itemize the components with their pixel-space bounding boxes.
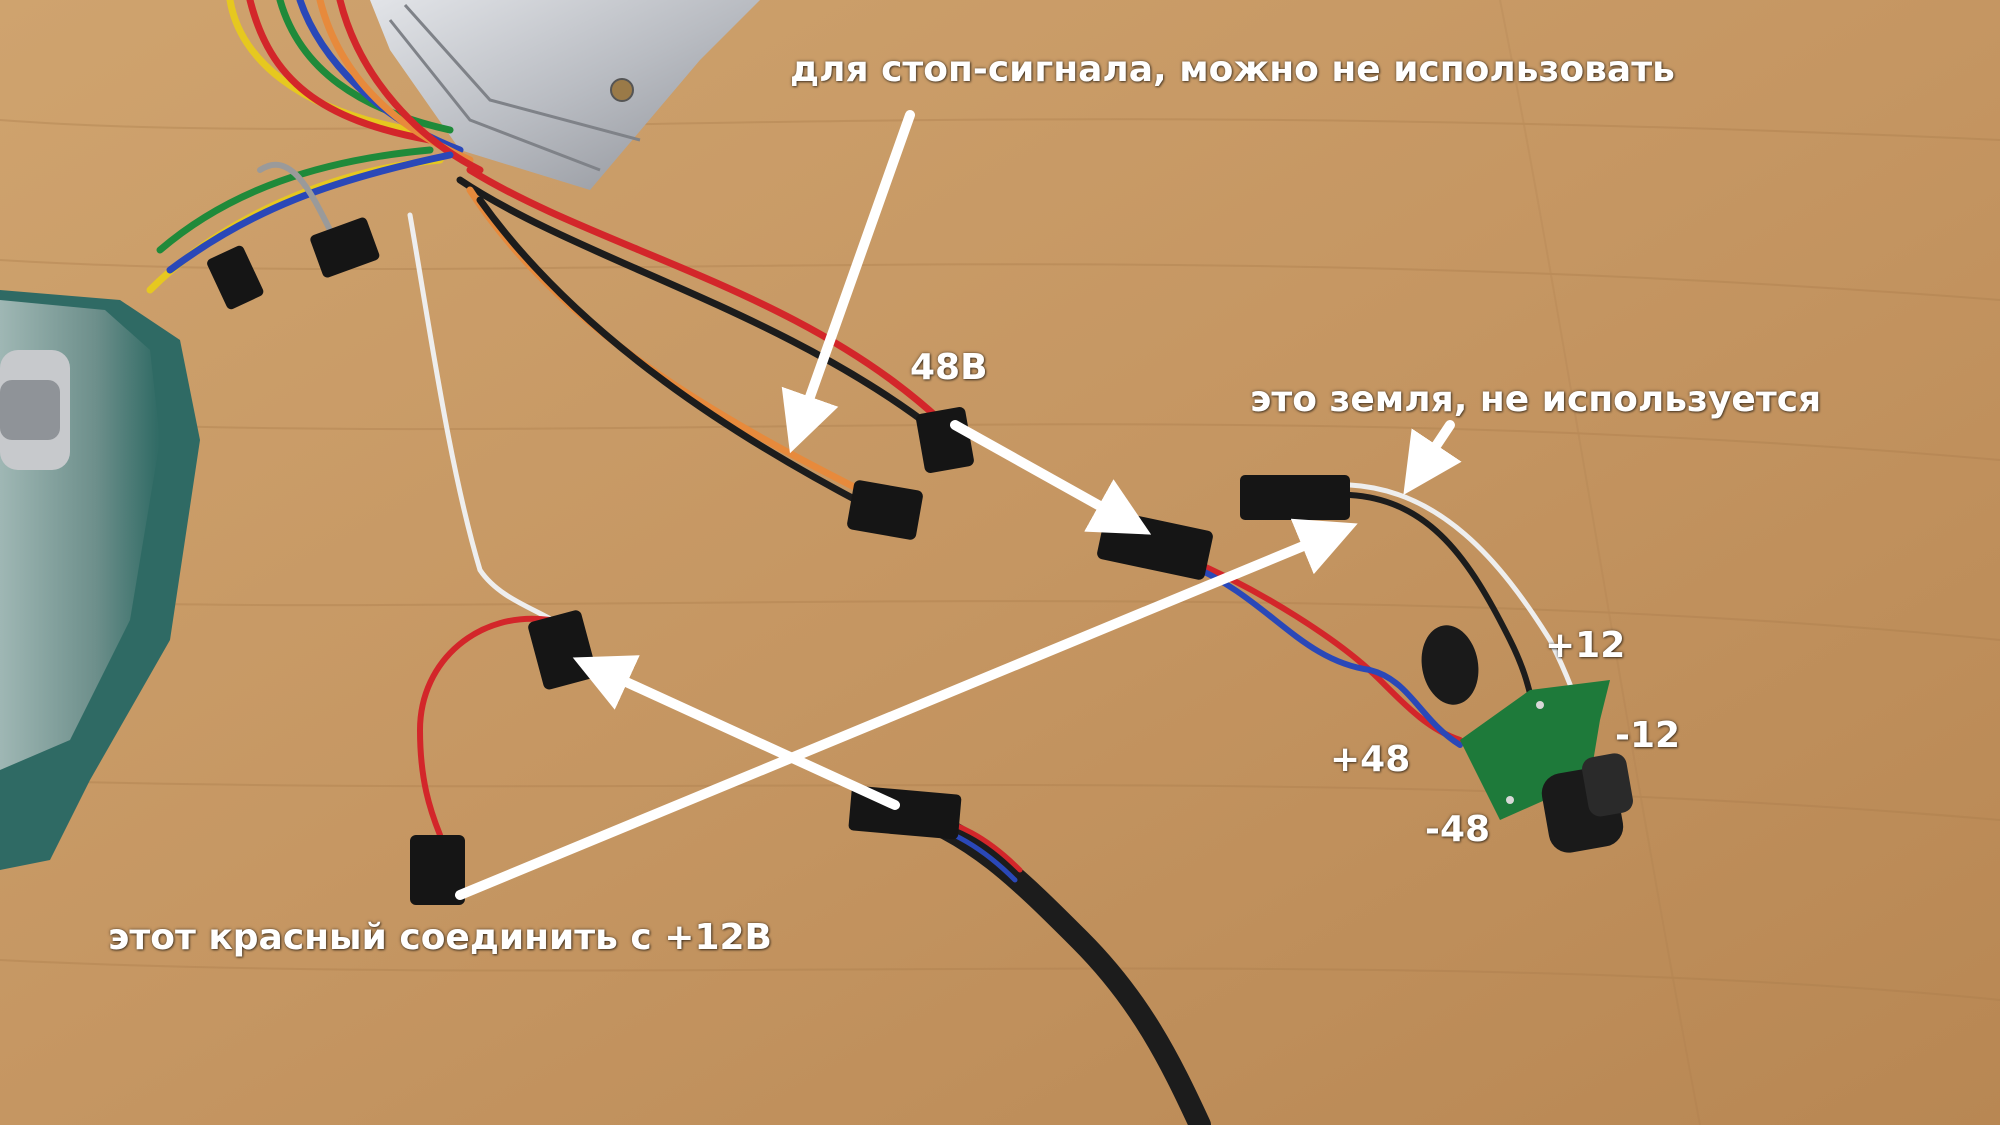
ground-note-label: это земля, не используется	[1250, 379, 1822, 420]
brake-connector	[847, 480, 923, 540]
arrow-48v	[950, 420, 1152, 535]
minus48-label: -48	[1425, 809, 1491, 850]
brake-note-label: для стоп-сигнала, можно не использовать	[790, 49, 1675, 90]
plus12-label: +12	[1545, 625, 1626, 666]
dc-dc-converter	[1421, 625, 1633, 853]
plus48-label: +48	[1330, 739, 1411, 780]
left-connector	[310, 217, 380, 278]
connectors	[207, 217, 1350, 905]
red-wire-note-label: этот красный соединить с +12В	[108, 917, 772, 958]
controller-box	[370, 0, 760, 190]
red-wire-connector	[410, 835, 465, 905]
minus12-label: -12	[1615, 715, 1681, 756]
arrow-brake	[781, 110, 915, 454]
arrow-ground	[1403, 420, 1462, 495]
arrow-red-to-12v	[455, 518, 1358, 900]
left-connector-2	[207, 245, 264, 310]
motor-housing	[0, 290, 200, 870]
v48-label: 48В	[910, 347, 988, 388]
wire-bundle	[146, 0, 484, 294]
arrow-white-connector	[572, 655, 900, 810]
annotation-arrows	[455, 110, 1462, 900]
ground-connector	[1240, 475, 1350, 520]
v48-connector	[916, 407, 974, 473]
